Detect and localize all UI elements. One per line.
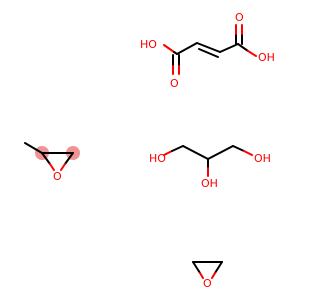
bond-ring-co-right-red: [60, 163, 66, 171]
bond-c3-oh-red: [243, 150, 253, 156]
bond-eo-co-right-red: [211, 272, 216, 279]
bond-c3-oh: [232, 145, 245, 152]
bond-c-c-double-2: [198, 48, 219, 58]
bond-c-oh-left: [163, 44, 175, 53]
bond-ring-co-left: [41, 152, 51, 165]
bond-ho-left-red: [163, 150, 173, 156]
bond-c-oh-right: [237, 43, 249, 52]
bond-c-c-left: [176, 42, 198, 55]
bond-ring-co-left-red: [49, 163, 55, 171]
bond-eo-co-left: [192, 261, 201, 274]
bond-c-c-right: [219, 43, 239, 53]
structure-canvas: HO O O OH O HO OH OH O: [24, 11, 275, 290]
label-oh-glycerol-right: OH: [254, 152, 271, 165]
bond-c-oh-right-red: [247, 50, 257, 57]
molecule-glycerol: HO OH OH: [149, 145, 271, 190]
molecule-ethylene-oxide: O: [192, 261, 223, 290]
label-o-ethylene-oxide: O: [203, 277, 212, 290]
molecule-fumaric-acid: HO O O OH: [140, 11, 275, 90]
label-o-propylene-oxide: O: [53, 170, 62, 183]
label-ho-glycerol-left: HO: [149, 152, 166, 165]
bond-ring-co-right: [64, 152, 74, 165]
bond-eo-co-right: [214, 261, 223, 274]
molecule-propylene-oxide: O: [24, 142, 80, 183]
label-oh-glycerol-middle: OH: [201, 177, 218, 190]
label-o-right: O: [235, 11, 244, 24]
bond-methyl: [24, 142, 43, 154]
label-ho-left: HO: [140, 38, 157, 51]
bond-c1-c2: [182, 145, 209, 160]
bond-ho-left: [171, 145, 184, 152]
bond-c2-c3: [207, 145, 234, 160]
bond-c-c-double-1: [196, 42, 221, 53]
label-oh-right: OH: [258, 51, 275, 64]
label-o-left: O: [170, 77, 179, 90]
bond-eo-co-left-red: [199, 272, 204, 279]
